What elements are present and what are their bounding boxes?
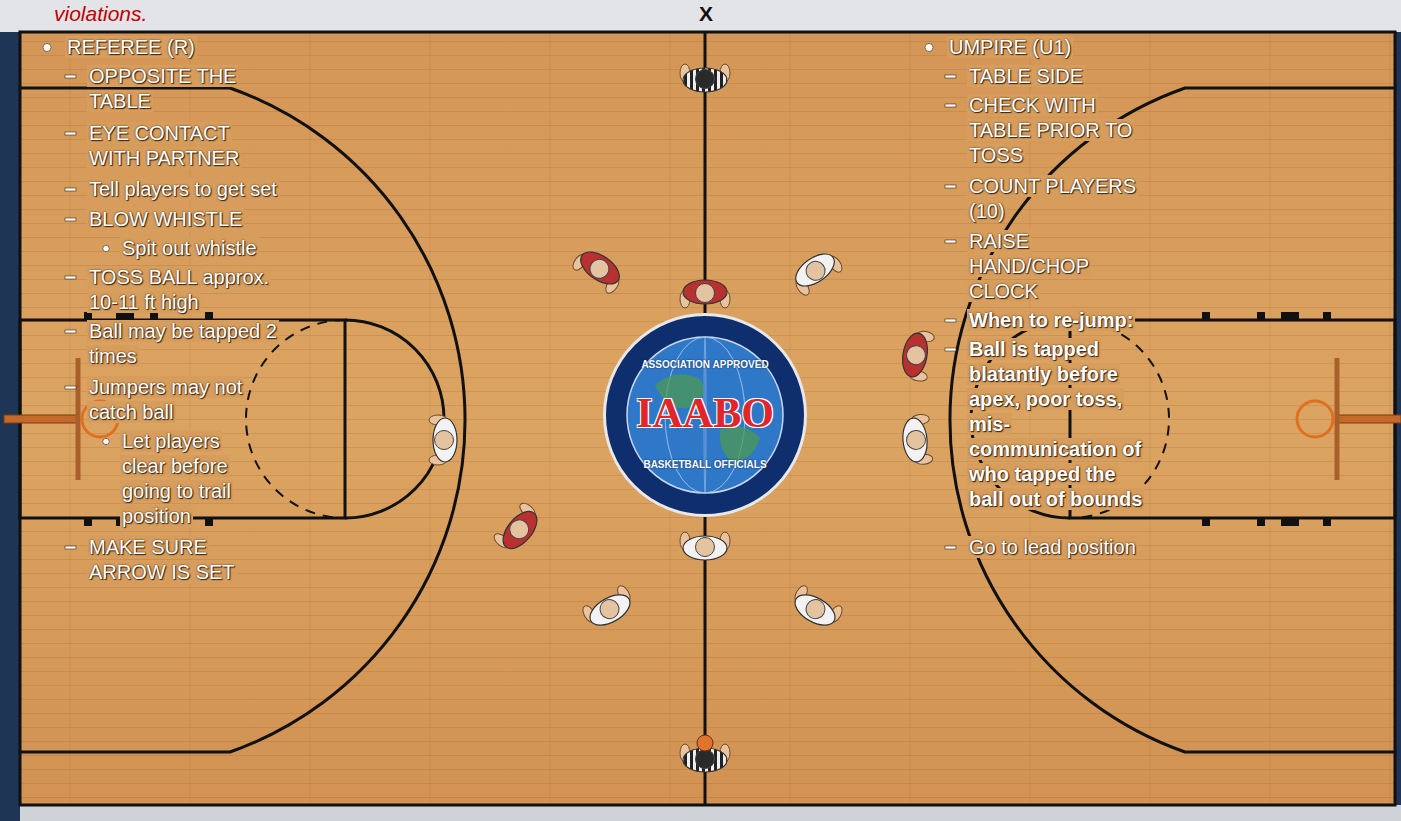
list-item-text: COUNT PLAYERS (10) [967,175,1138,222]
list-item-text: BLOW WHISTLE [87,208,244,230]
list-subitem-text: Let players clear before going to trail … [120,430,233,527]
list-item-text: TABLE SIDE [967,65,1085,87]
list-heading: REFEREE (R) [65,35,365,60]
person-figure [788,246,845,298]
slide-title-fragment-text: violations. [52,2,149,25]
bullet-dash [945,348,956,351]
bullet-dash [945,104,956,107]
person-figure [580,584,637,633]
bullet-dash [945,240,956,243]
list-item-text: OPPOSITE THE TABLE [87,65,238,112]
list-item: Go to lead position [967,535,1267,560]
list-item-text: CHECK WITH TABLE PRIOR TO TOSS [967,94,1134,166]
bullet-dash [945,75,956,78]
list-item-text: TOSS BALL approx. 10-11 ft high [87,266,271,313]
list-heading-text: UMPIRE (U1) [947,36,1073,58]
bullet-dash [65,276,76,279]
list-item: EYE CONTACT WITH PARTNER [87,121,272,171]
list-item: MAKE SURE ARROW IS SET [87,535,272,585]
player-figures [429,64,935,772]
person-figure [570,244,627,296]
person-figure [680,280,730,308]
person-figure [899,328,935,382]
person-figure [680,532,730,560]
person-figure [680,64,730,92]
list-item-text: When to re-jump: [967,309,1135,331]
bullet-dot [103,438,109,444]
bullet-dot [103,245,109,251]
title-band [0,0,1401,32]
list-item: Ball may be tapped 2 times [87,319,302,369]
list-item: Ball is tapped blatantly before apex, po… [967,337,1147,512]
list-item: TABLE SIDE [967,64,1267,89]
list-heading-text: REFEREE (R) [65,36,197,58]
list-item: Jumpers may not catch ball [87,375,272,425]
list-item: When to re-jump: [967,308,1267,333]
list-item-text: RAISE HAND/CHOP CLOCK [967,230,1091,302]
list-item: OPPOSITE THE TABLE [87,64,272,114]
logo-wordmark: IAABO [603,389,807,437]
list-item-text: Ball may be tapped 2 times [87,320,279,367]
table-mark-text: X [697,2,715,25]
list-item-text: Jumpers may not catch ball [87,376,244,423]
floor-planks [20,32,1395,805]
bullet-dash [945,185,956,188]
list-item-text: Go to lead position [967,536,1138,558]
lane-ticks [84,312,1331,526]
table-mark: X [697,1,715,26]
logo-ring-text-text: ASSOCIATION APPROVED [641,359,768,370]
bullet-dash [65,386,76,389]
list-heading: UMPIRE (U1) [947,35,1247,60]
list-item: COUNT PLAYERS (10) [967,174,1152,224]
bullet-dash [65,218,76,221]
bullet-dash [65,546,76,549]
bullet-dash [65,132,76,135]
list-item-text: MAKE SURE ARROW IS SET [87,536,237,583]
person-figure [787,584,844,633]
bottom-band [20,805,1401,821]
bullet-dot [925,44,933,52]
court-lines [20,32,1395,805]
association-logo: ASSOCIATION APPROVED IAABO BASKETBALL OFFI… [603,313,807,517]
logo-ring-text: BASKETBALL OFFICIALS [603,459,807,470]
person-figure [680,735,730,772]
court-floor [20,32,1395,805]
list-item-text: EYE CONTACT WITH PARTNER [87,122,241,169]
list-subitem-text: Spit out whistle [120,237,259,259]
person-figure [901,414,933,466]
list-item: TOSS BALL approx. 10-11 ft high [87,265,287,315]
bullet-dash [65,330,76,333]
bullet-dash [65,188,76,191]
basket [1297,358,1401,480]
bullet-dash [945,319,956,322]
list-item: RAISE HAND/CHOP CLOCK [967,229,1117,304]
person-figure [492,501,546,557]
list-item: CHECK WITH TABLE PRIOR TO TOSS [967,93,1152,168]
logo-ring-text: ASSOCIATION APPROVED [603,359,807,370]
person-figure [429,415,457,465]
list-subitem: Spit out whistle [120,236,420,261]
slide-title-fragment: violations. [52,1,149,26]
list-item-text: Ball is tapped blatantly before apex, po… [967,338,1144,510]
bullet-dash [945,546,956,549]
logo-ring-text-text: BASKETBALL OFFICIALS [643,459,766,470]
list-item-text: Tell players to get set [87,178,279,200]
list-item: Tell players to get set [87,177,467,202]
list-item: BLOW WHISTLE [87,207,467,232]
bullet-dot [43,44,51,52]
logo-wordmark-text: IAABO [636,390,774,436]
list-subitem: Let players clear before going to trail … [120,429,248,529]
bullet-dash [65,75,76,78]
